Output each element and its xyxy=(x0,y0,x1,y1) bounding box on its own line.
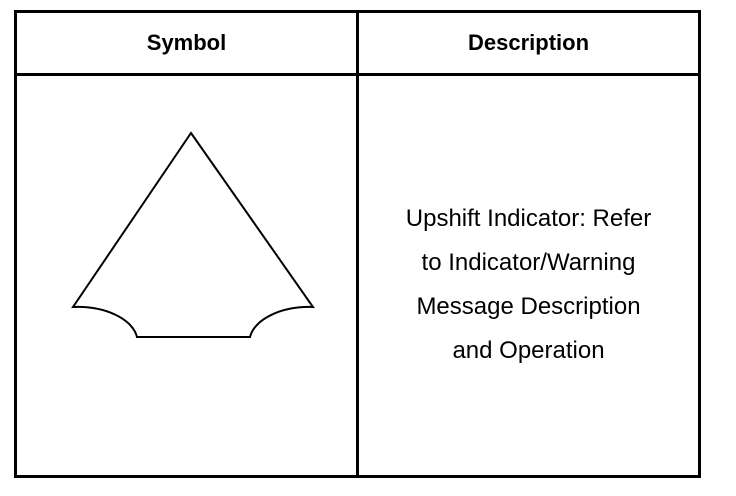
column-divider xyxy=(356,13,359,475)
header-symbol: Symbol xyxy=(146,30,227,55)
description-line: and Operation xyxy=(452,336,605,364)
description-line: to Indicator/Warning xyxy=(421,248,636,276)
header-description: Description xyxy=(467,30,590,55)
upshift-indicator-icon xyxy=(71,131,315,338)
description-line: Upshift Indicator: Refer xyxy=(405,204,652,232)
symbol-table: Symbol Description Upshift Indicator: Re… xyxy=(14,10,701,478)
description-line: Message Description xyxy=(416,292,641,320)
symbol-cell xyxy=(17,76,356,475)
description-text: Upshift Indicator: Refer to Indicator/Wa… xyxy=(369,197,689,373)
description-cell: Upshift Indicator: Refer to Indicator/Wa… xyxy=(359,76,698,475)
